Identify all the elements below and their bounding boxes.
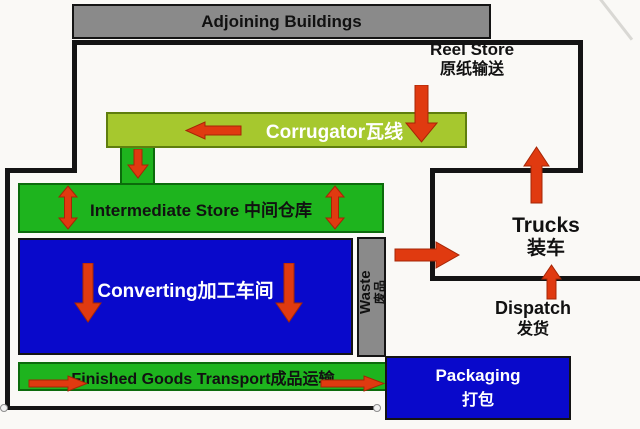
intermediate-store-box: Intermediate Store 中间仓库: [18, 183, 384, 233]
corrugator-box: Corrugator瓦线: [106, 112, 467, 148]
converting-right-down-arrow-icon: [275, 263, 303, 323]
dispatch-label-en: Dispatch: [494, 298, 572, 318]
selection-line: [6, 406, 376, 410]
adjoining-buildings-box: Adjoining Buildings: [72, 4, 491, 39]
finished-goods-right-right-arrow-icon: [320, 375, 385, 392]
reel-store-label-zh: 原纸输送: [439, 61, 504, 79]
reel-store-label: Reel Store 原纸输送: [412, 40, 532, 80]
trucks-up-arrow-icon: [523, 146, 550, 204]
corrugator-label: Corrugator瓦线: [265, 121, 404, 143]
waste-strip: [357, 237, 386, 357]
converting-label: Converting加工车间: [97, 281, 274, 302]
waste-label-en: Waste: [356, 270, 374, 314]
intermediate-left-double-arrow-icon: [58, 185, 78, 230]
wall-top: [72, 40, 583, 45]
wall-mid-horizontal: [432, 168, 583, 173]
connector-down-arrow-icon: [127, 149, 149, 179]
selection-handle-left-icon[interactable]: [0, 404, 8, 412]
waste-label-zh: 废品: [372, 280, 387, 305]
wall-left: [5, 168, 10, 408]
packaging-box: Packaging 打包: [385, 356, 571, 420]
dispatch-up-arrow-icon: [541, 264, 562, 300]
converting-box: Converting加工车间: [18, 238, 353, 355]
reel-store-down-arrow-icon: [405, 85, 438, 143]
trucks-label-en: Trucks: [512, 214, 580, 237]
reel-store-label-en: Reel Store: [429, 40, 515, 59]
corrugator-left-arrow-icon: [185, 121, 242, 140]
converting-left-down-arrow-icon: [74, 263, 102, 323]
dispatch-label-zh: 发货: [516, 320, 549, 338]
trucks-label: Trucks 装车: [496, 213, 596, 261]
intermediate-store-label: Intermediate Store 中间仓库: [90, 200, 312, 220]
intermediate-right-double-arrow-icon: [325, 185, 345, 230]
wall-left-step: [5, 168, 77, 173]
selection-handle-right-icon[interactable]: [373, 404, 381, 412]
wall-right-upper: [578, 40, 583, 173]
packaging-label-zh: 打包: [461, 392, 494, 409]
photo-artifact-diagonal: [593, 0, 634, 41]
wall-bottom-horizontal: [430, 276, 640, 281]
to-trucks-right-arrow-icon: [394, 241, 460, 269]
finished-goods-left-right-arrow-icon: [28, 375, 88, 392]
wall-mid-vertical: [430, 168, 435, 281]
wall-left-upper: [72, 40, 77, 173]
dispatch-label: Dispatch 发货: [483, 298, 583, 339]
packaging-label-en: Packaging: [435, 366, 521, 385]
waste-label: Waste 废品: [356, 242, 387, 342]
trucks-label-zh: 装车: [526, 238, 565, 260]
adjoining-buildings-label: Adjoining Buildings: [201, 11, 362, 31]
finished-goods-transport-label: Finished Goods Transport成品运输: [71, 371, 335, 388]
